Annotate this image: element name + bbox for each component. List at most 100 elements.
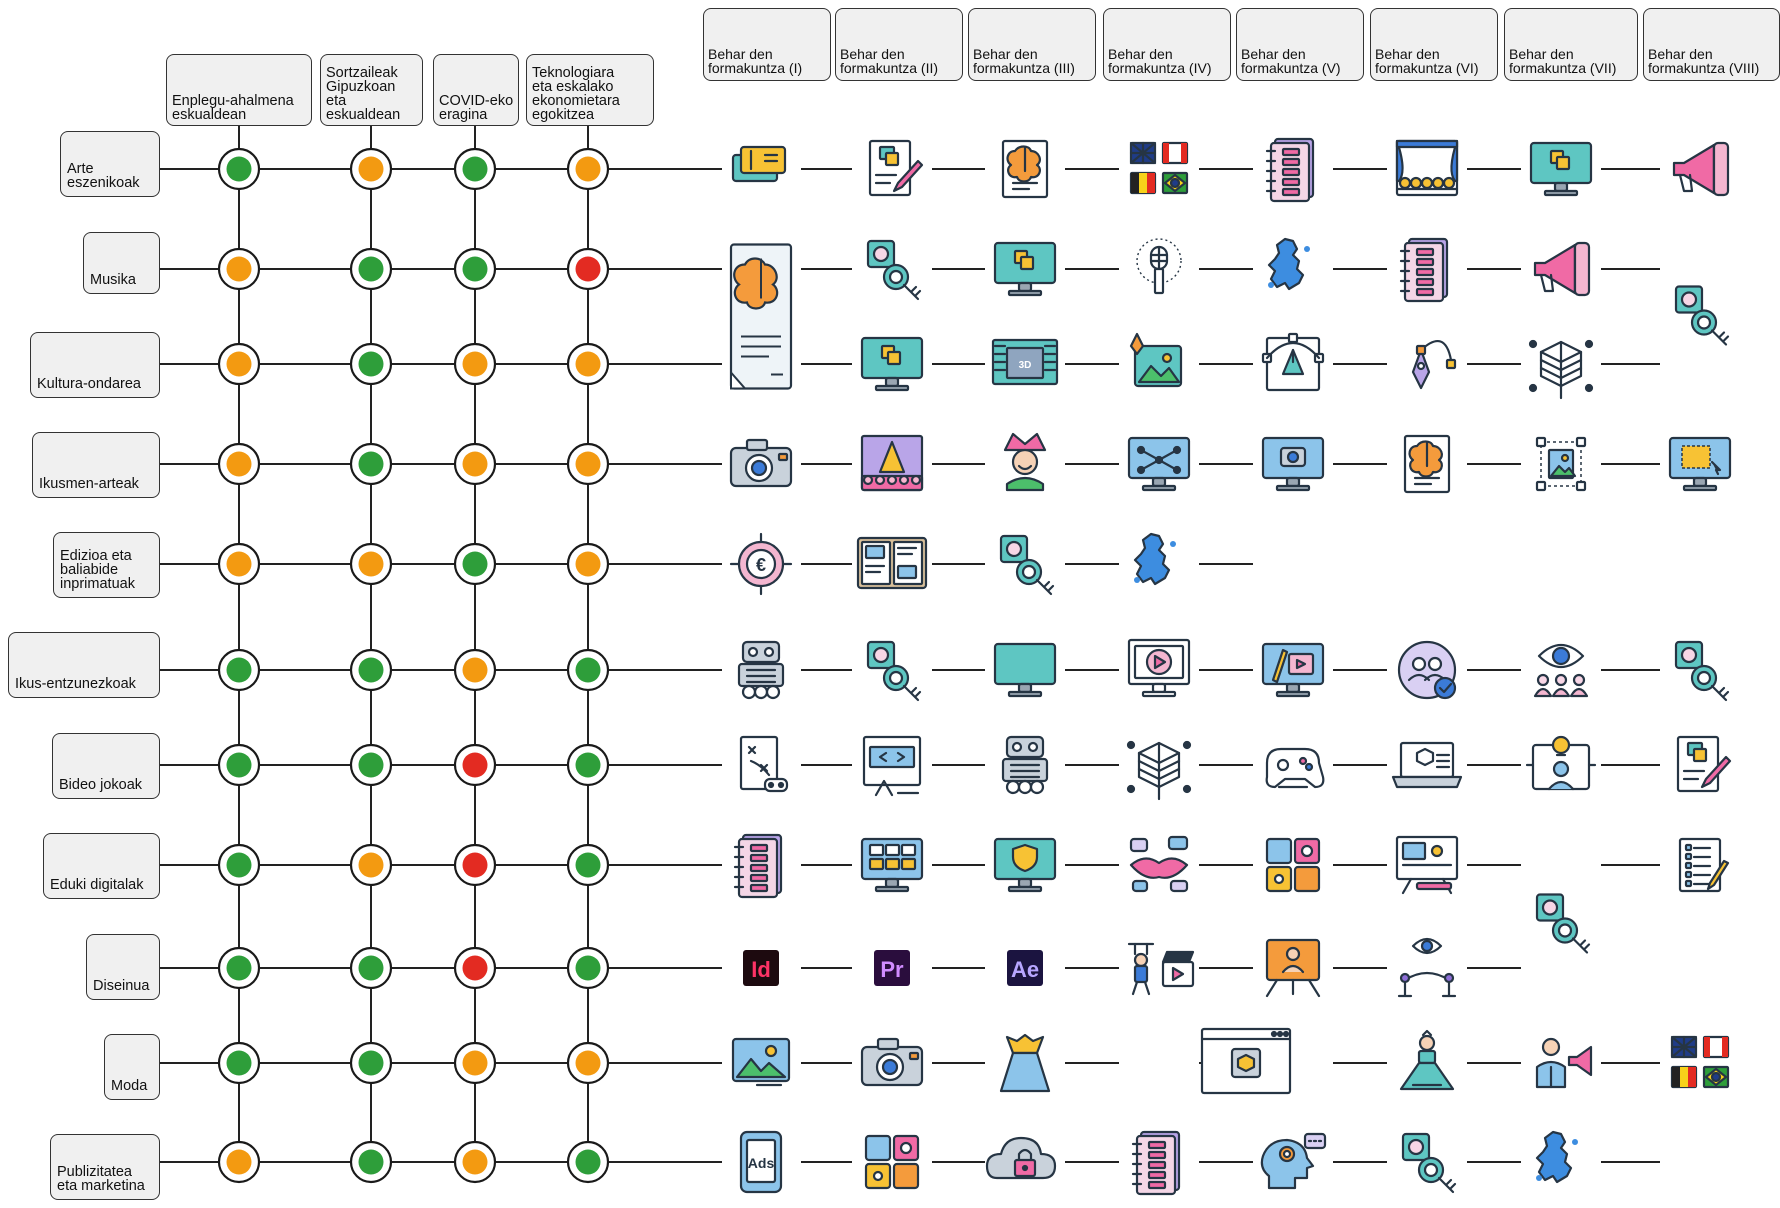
row-label: Eduki digitalak: [43, 833, 160, 899]
status-dot: [462, 451, 488, 477]
vector-design-icon: [1261, 332, 1325, 392]
premiere-icon: Pr: [874, 950, 910, 986]
notebook-icon: [1131, 1130, 1181, 1196]
svg-text:Ads: Ads: [748, 1155, 775, 1171]
training-stage-header: Behar den formakuntza (VI): [1370, 8, 1498, 81]
column-header: Enplegu-ahalmena eskualdean: [166, 54, 312, 126]
idea-team-icon: [1525, 735, 1597, 791]
document-edit-icon: [1676, 735, 1732, 793]
ads-icon: Ads: [739, 1130, 783, 1194]
status-dot: [226, 551, 252, 577]
status-indicator-orange: [349, 542, 393, 586]
status-indicator-green: [566, 648, 610, 692]
status-dot: [575, 156, 601, 182]
status-dot: [462, 852, 488, 878]
status-dot: [575, 551, 601, 577]
status-dot: [358, 351, 384, 377]
exhibition-eye-icon: [1397, 937, 1457, 998]
monitor-camera-icon: [1261, 436, 1325, 492]
status-indicator-green: [566, 946, 610, 990]
search-magnifier-icon: [1674, 640, 1730, 702]
princess-icon: [1399, 1029, 1455, 1091]
status-dot: [226, 351, 252, 377]
status-dot: [358, 1149, 384, 1175]
3d-cube-icon: [1528, 339, 1594, 400]
column-header: Teknologiara eta eskalako ekonomietara e…: [526, 54, 654, 126]
status-indicator-orange: [217, 442, 261, 486]
status-dot: [462, 1149, 488, 1175]
cloud-lock-icon: [985, 1136, 1057, 1180]
image-pen-icon: [1129, 332, 1183, 388]
row-label-text: Publizitatea eta marketina: [57, 1164, 145, 1194]
status-dot: [358, 955, 384, 981]
status-dot: [462, 752, 488, 778]
status-indicator-green: [349, 247, 393, 291]
status-dot: [358, 551, 384, 577]
monitor-nodes-icon: [1127, 436, 1191, 492]
status-dot: [226, 657, 252, 683]
status-indicator-green: [217, 648, 261, 692]
status-indicator-orange: [349, 147, 393, 191]
search-magnifier-icon: [1535, 893, 1591, 954]
status-indicator-green: [349, 946, 393, 990]
presentation-user-icon: [1265, 938, 1321, 998]
training-stage-header: Behar den formakuntza (II): [835, 8, 963, 81]
tickets-icon: [731, 145, 787, 183]
row-label: Edizioa eta baliabide inprimatuak: [53, 532, 160, 598]
status-dot: [575, 451, 601, 477]
monitor-design-icon: [1529, 141, 1593, 197]
status-dot: [575, 955, 601, 981]
status-indicator-green: [217, 147, 261, 191]
puppet-film-icon: [1127, 942, 1195, 996]
indesign-icon: Id: [743, 950, 779, 986]
svg-text:3D: 3D: [1019, 360, 1032, 371]
web-code-icon: [862, 735, 922, 797]
status-dot: [575, 657, 601, 683]
marketing-puzzle-icon: [1265, 837, 1321, 893]
row-label-text: Moda: [111, 1078, 148, 1094]
europe-map-icon: [1535, 1130, 1578, 1184]
status-indicator-red: [453, 843, 497, 887]
status-indicator-green: [349, 342, 393, 386]
row-label: Kultura-ondarea: [30, 332, 160, 398]
robot-icon: [1001, 735, 1049, 795]
svg-text:€: €: [756, 555, 766, 575]
status-indicator-orange: [349, 843, 393, 887]
status-indicator-orange: [566, 442, 610, 486]
status-indicator-red: [453, 743, 497, 787]
premiere-badge: [874, 950, 910, 986]
status-dot: [358, 752, 384, 778]
notebook-icon: [733, 833, 783, 899]
status-indicator-orange: [217, 342, 261, 386]
row-label-text: Kultura-ondarea: [37, 376, 141, 392]
status-dot: [462, 551, 488, 577]
audience-eye-icon: [1533, 643, 1589, 698]
row-label: Bideo jokoak: [52, 733, 160, 799]
notebook-icon: [1399, 237, 1449, 303]
brain-document-icon: [1001, 139, 1049, 199]
status-indicator-green: [566, 843, 610, 887]
camera-icon: [860, 1037, 924, 1087]
row-label: Moda: [104, 1034, 160, 1100]
training-stage-header: Behar den formakuntza (I): [703, 8, 831, 81]
mind-chat-icon: [1260, 1132, 1327, 1190]
row-label-text: Diseinua: [93, 978, 150, 994]
status-indicator-green: [349, 743, 393, 787]
status-dot: [462, 256, 488, 282]
monitor-icon: [993, 642, 1057, 698]
training-stage-header: Behar den formakuntza (VII): [1504, 8, 1638, 81]
pen-tool-icon: [1411, 339, 1457, 390]
europe-map-icon: [1267, 237, 1310, 291]
status-indicator-orange: [217, 542, 261, 586]
training-stage-header: Behar den formakuntza (III): [968, 8, 1096, 81]
status-dot: [462, 955, 488, 981]
search-magnifier-icon: [1674, 285, 1730, 346]
status-dot: [226, 1149, 252, 1175]
row-label-text: Edizioa eta baliabide inprimatuak: [60, 548, 135, 592]
column-header: COVID-eko eragina: [433, 54, 519, 126]
status-dot: [358, 852, 384, 878]
row-label-text: Eduki digitalak: [50, 877, 144, 893]
megaphone-icon: [1672, 141, 1730, 197]
status-dot: [226, 256, 252, 282]
